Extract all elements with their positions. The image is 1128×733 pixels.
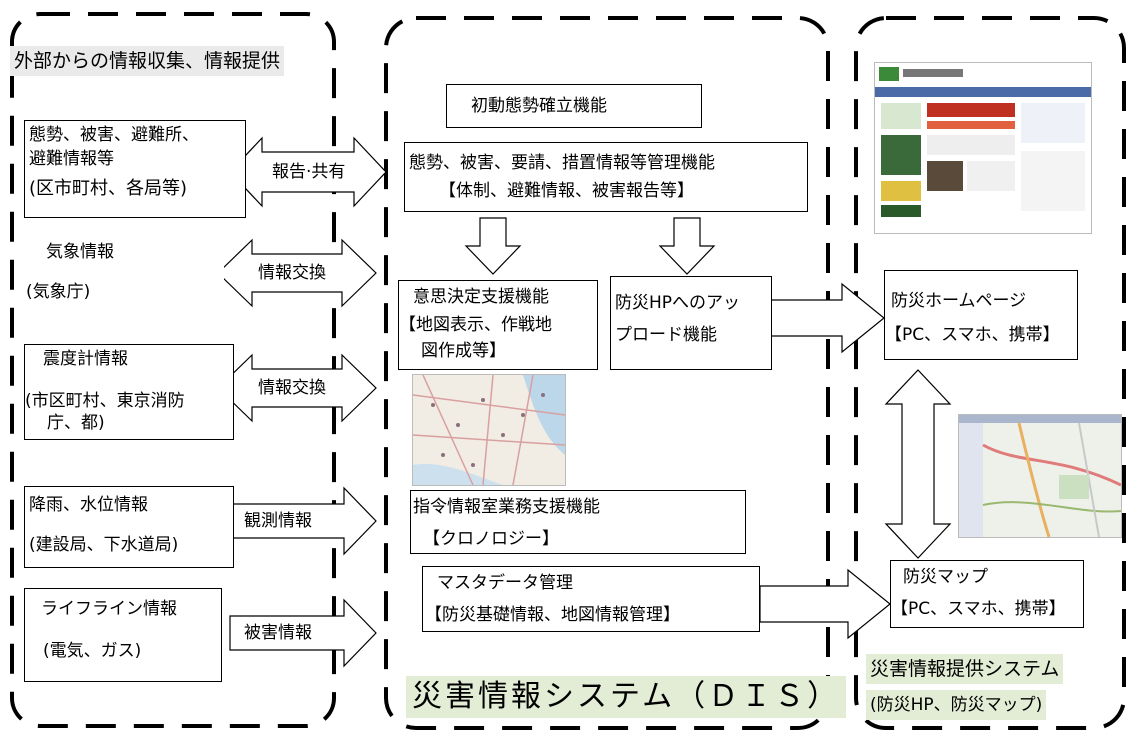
disaster-homepage-box: 防災ホームページ 【PC、スマホ、携帯】	[884, 270, 1078, 360]
service-label: 防災ホームページ	[891, 291, 1027, 311]
source-line: 避難情報等	[29, 149, 114, 169]
arrow-label-damage: 被害情報	[244, 623, 312, 643]
function-detail: 【地図表示、作戦地	[399, 315, 552, 335]
weather-exchange-arrow	[217, 238, 377, 308]
source-agency: 庁、都)	[47, 413, 105, 433]
source-box-seismic: 震度計情報 (市区町村、東京消防 庁、都)	[24, 344, 234, 440]
function-label: マスタデータ管理	[437, 573, 573, 593]
master-to-map-arrow	[759, 568, 891, 640]
external-group-title: 外部からの情報収集、情報提供	[10, 46, 285, 76]
function-label: 態勢、被害、要請、措置情報等管理機能	[409, 153, 715, 173]
source-line: ライフライン情報	[41, 599, 177, 619]
arrow-label-seismic: 情報交換	[258, 378, 326, 398]
function-label: 初動態勢確立機能	[471, 96, 607, 116]
source-agency: (市区町村、東京消防	[25, 391, 185, 411]
damage-arrow	[229, 598, 377, 668]
homepage-screenshot-thumbnail	[874, 62, 1092, 234]
arrow-label-report-share: 報告·共有	[272, 162, 346, 182]
command-support-function: 指令情報室業務支援機能 【クロノロジー】	[410, 490, 746, 554]
observation-arrow	[229, 486, 377, 556]
dis-group-title: 災害情報システム（ＤＩＳ）	[406, 676, 847, 718]
function-label: 意思決定支援機能	[413, 287, 549, 307]
function-label: 防災HPへのアッ	[615, 293, 741, 313]
source-line: 態勢、被害、避難所、	[29, 125, 199, 145]
source-agency: (区市町村、各局等)	[29, 178, 188, 199]
provision-group-subtitle: (防災HP、防災マップ)	[866, 690, 1047, 720]
provision-group-frame	[854, 16, 1126, 730]
initial-setup-function: 初動態勢確立機能	[446, 84, 702, 128]
decision-support-function: 意思決定支援機能 【地図表示、作戦地 図作成等】	[398, 280, 598, 370]
map-image-icon	[413, 375, 565, 485]
webpage-image-icon	[875, 63, 1091, 233]
service-detail: 【PC、スマホ、携帯】	[891, 599, 1066, 619]
source-line: 降雨、水位情報	[29, 495, 148, 515]
arrow-label-observation: 観測情報	[244, 511, 312, 531]
down-arrow-decision	[464, 217, 522, 275]
seismic-exchange-arrow	[217, 353, 377, 423]
dis-map-thumbnail	[412, 374, 566, 486]
disaster-map-box: 防災マップ 【PC、スマホ、携帯】	[890, 560, 1084, 628]
management-function: 態勢、被害、要請、措置情報等管理機能 【体制、避難情報、被害報告等】	[404, 142, 808, 212]
function-detail: 図作成等】	[421, 341, 506, 361]
map-image-icon	[959, 415, 1121, 537]
source-agency: (建設局、下水道局)	[29, 535, 179, 555]
service-detail: 【PC、スマホ、携帯】	[885, 325, 1060, 345]
function-detail: 【体制、避難情報、被害報告等】	[439, 181, 694, 201]
source-box-municipal: 態勢、被害、避難所、 避難情報等 (区市町村、各局等)	[24, 120, 246, 218]
upload-to-homepage-arrow	[769, 282, 885, 354]
function-detail: 【防災基礎情報、地図情報管理】	[425, 605, 680, 625]
source-box-lifeline: ライフライン情報 (電気、ガス)	[24, 588, 222, 682]
homepage-map-double-arrow	[884, 369, 952, 559]
map-screenshot-thumbnail	[958, 414, 1122, 538]
function-label: 指令情報室業務支援機能	[413, 497, 600, 517]
source-box-weather: 気象情報 (気象庁)	[24, 234, 224, 314]
source-agency: (電気、ガス)	[43, 641, 142, 661]
source-box-rainfall: 降雨、水位情報 (建設局、下水道局)	[24, 486, 234, 568]
master-data-function: マスタデータ管理 【防災基礎情報、地図情報管理】	[422, 566, 760, 632]
service-label: 防災マップ	[903, 567, 988, 587]
function-label: プロード機能	[615, 325, 717, 345]
arrow-label-weather: 情報交換	[258, 263, 326, 283]
down-arrow-upload	[658, 217, 716, 275]
source-line: 震度計情報	[43, 349, 128, 369]
dis-group-frame	[384, 16, 830, 730]
upload-function: 防災HPへのアッ プロード機能	[610, 276, 772, 370]
source-line: 気象情報	[46, 242, 114, 262]
source-agency: (気象庁)	[26, 282, 91, 302]
function-detail: 【クロノロジー】	[423, 529, 559, 549]
provision-group-title: 災害情報提供システム	[866, 654, 1064, 684]
report-share-arrow	[229, 136, 387, 208]
